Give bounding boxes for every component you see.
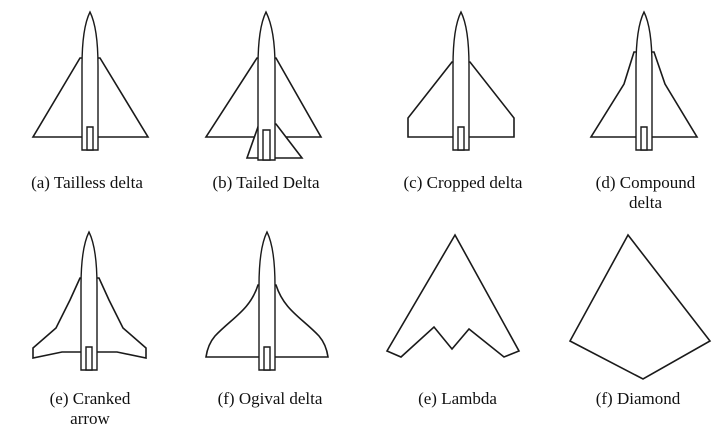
caption-tailless-delta: (a) Tailless delta (2, 173, 172, 193)
caption-line: (f) Ogival delta (217, 389, 323, 408)
lambda-planform (385, 233, 521, 358)
caption-line: arrow (70, 409, 110, 428)
cropped-delta-planform (407, 10, 515, 151)
ogival-delta-planform (205, 230, 329, 371)
caption-tailed-delta: (b) Tailed Delta (186, 173, 346, 193)
caption-lambda: (e) Lambda (395, 389, 520, 409)
tailless-delta-fin (86, 126, 94, 151)
caption-compound-delta: (d) Compound delta (578, 173, 713, 213)
caption-line: delta (628, 193, 663, 212)
caption-line: (e) Lambda (418, 389, 497, 408)
tailed-delta-planform (204, 10, 323, 161)
ogival-delta-fin (263, 346, 271, 371)
compound-delta-fin (640, 126, 648, 151)
tailless-delta-planform (31, 10, 150, 151)
caption-cranked-arrow: (e) Cranked arrow (20, 389, 160, 429)
caption-line: (d) Compound (595, 173, 696, 192)
cranked-arrow-planform (32, 230, 147, 371)
cranked-arrow-fin (85, 346, 93, 371)
caption-line: (b) Tailed Delta (212, 173, 320, 192)
caption-ogival-delta: (f) Ogival delta (190, 389, 350, 409)
caption-line: (e) Cranked (49, 389, 131, 408)
caption-line: (c) Cropped delta (403, 173, 523, 192)
cropped-delta-fin (457, 126, 465, 151)
compound-delta-planform (589, 10, 699, 151)
caption-line: (a) Tailless delta (31, 173, 143, 192)
tailed-delta-fin (262, 129, 271, 161)
caption-cropped-delta: (c) Cropped delta (373, 173, 553, 193)
caption-line: (f) Diamond (595, 389, 681, 408)
caption-diamond: (f) Diamond (568, 389, 708, 409)
diamond-planform (568, 233, 712, 380)
